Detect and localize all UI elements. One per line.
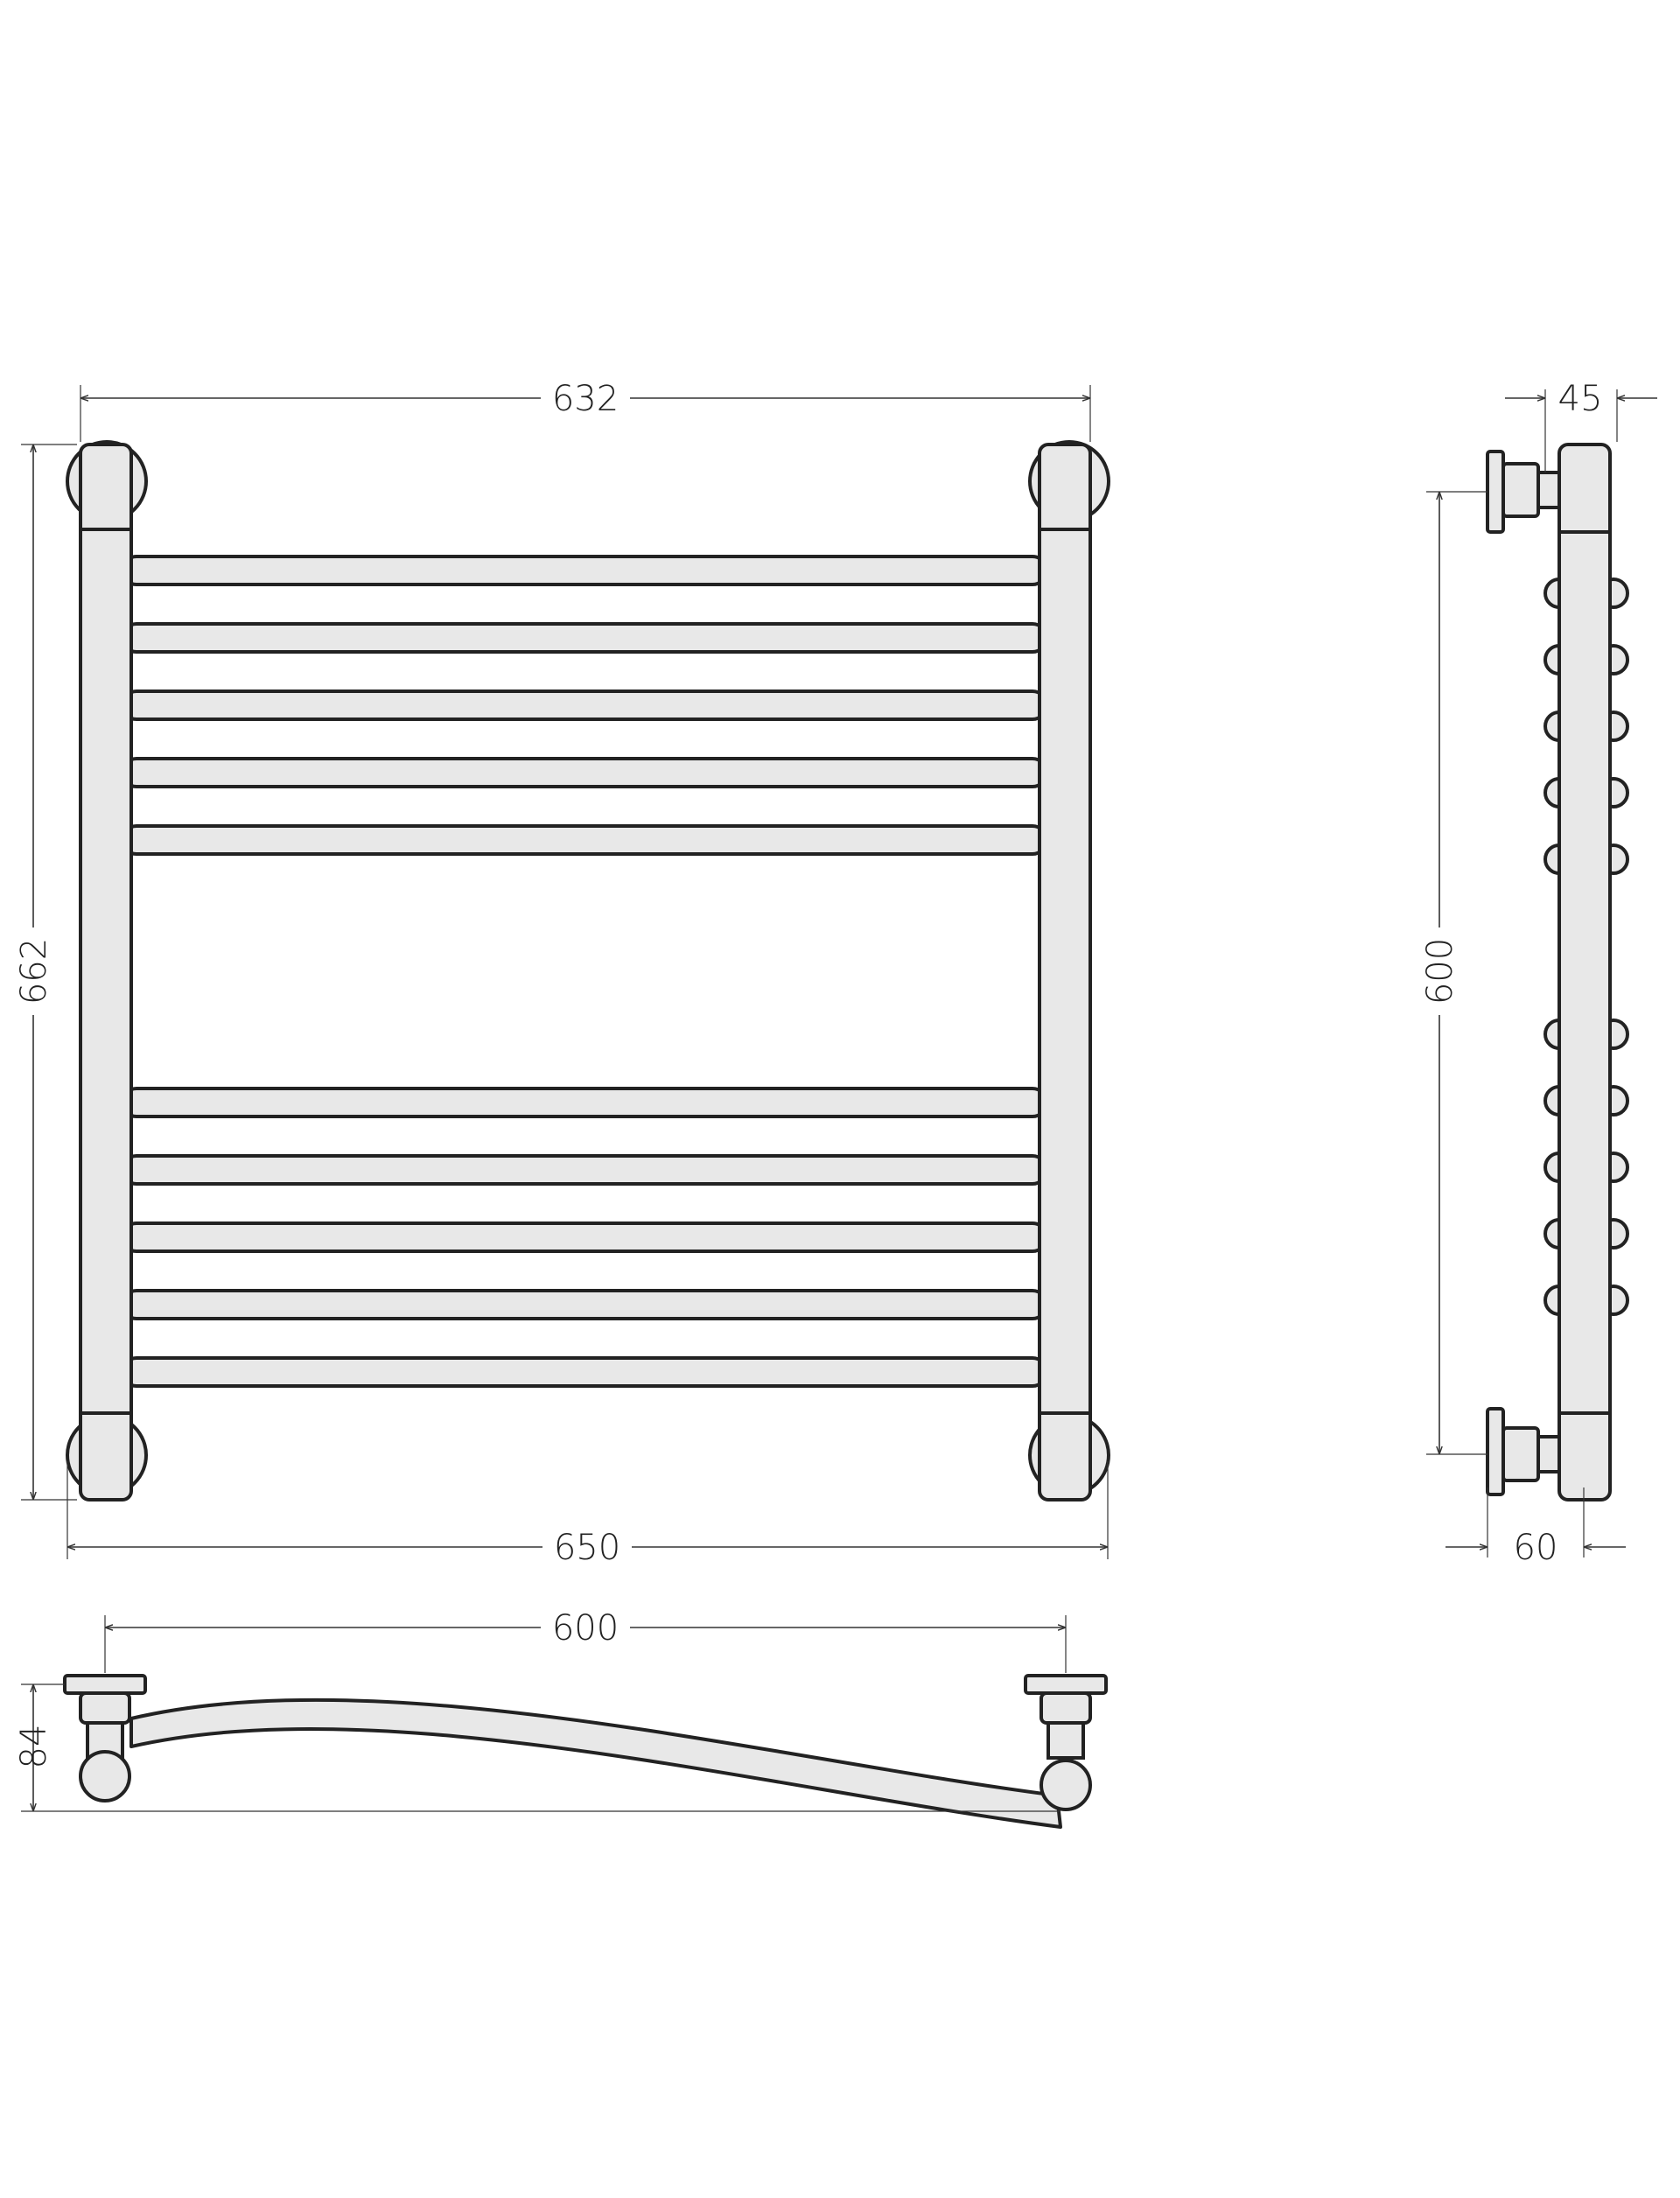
rung <box>121 1289 1048 1320</box>
rung <box>121 757 1048 788</box>
front-view: 632 662 650 <box>14 379 1110 1568</box>
rung <box>121 824 1048 856</box>
top-right-fitting <box>1024 1674 1108 1811</box>
side-view: 45 600 60 <box>1420 379 1657 1568</box>
left-upright <box>79 443 133 1502</box>
rung <box>121 622 1048 654</box>
dim-side-depth: 45 <box>1558 379 1603 419</box>
upper-rungs <box>121 555 1048 856</box>
top-left-fitting <box>63 1674 147 1802</box>
lower-rungs <box>121 1087 1048 1388</box>
rung <box>121 1222 1048 1253</box>
dim-front-overall-width: 650 <box>554 1528 620 1568</box>
rung <box>121 1087 1048 1118</box>
dim-front-width-centers: 632 <box>552 379 619 419</box>
dim-side-wall-distance: 60 <box>1514 1528 1558 1568</box>
side-upright <box>1558 443 1612 1502</box>
dim-top-depth: 84 <box>14 1725 54 1769</box>
dim-side-connection-spacing: 600 <box>1420 938 1460 1004</box>
dim-front-height: 662 <box>14 938 54 1004</box>
rung <box>121 1356 1048 1388</box>
rung <box>121 690 1048 721</box>
rung <box>121 555 1048 586</box>
dim-top-connection-spacing: 600 <box>552 1608 619 1648</box>
rung <box>121 1154 1048 1186</box>
top-curved-rung <box>130 1698 1062 1829</box>
top-view: 600 84 <box>14 1608 1108 1829</box>
right-upright <box>1038 443 1092 1502</box>
